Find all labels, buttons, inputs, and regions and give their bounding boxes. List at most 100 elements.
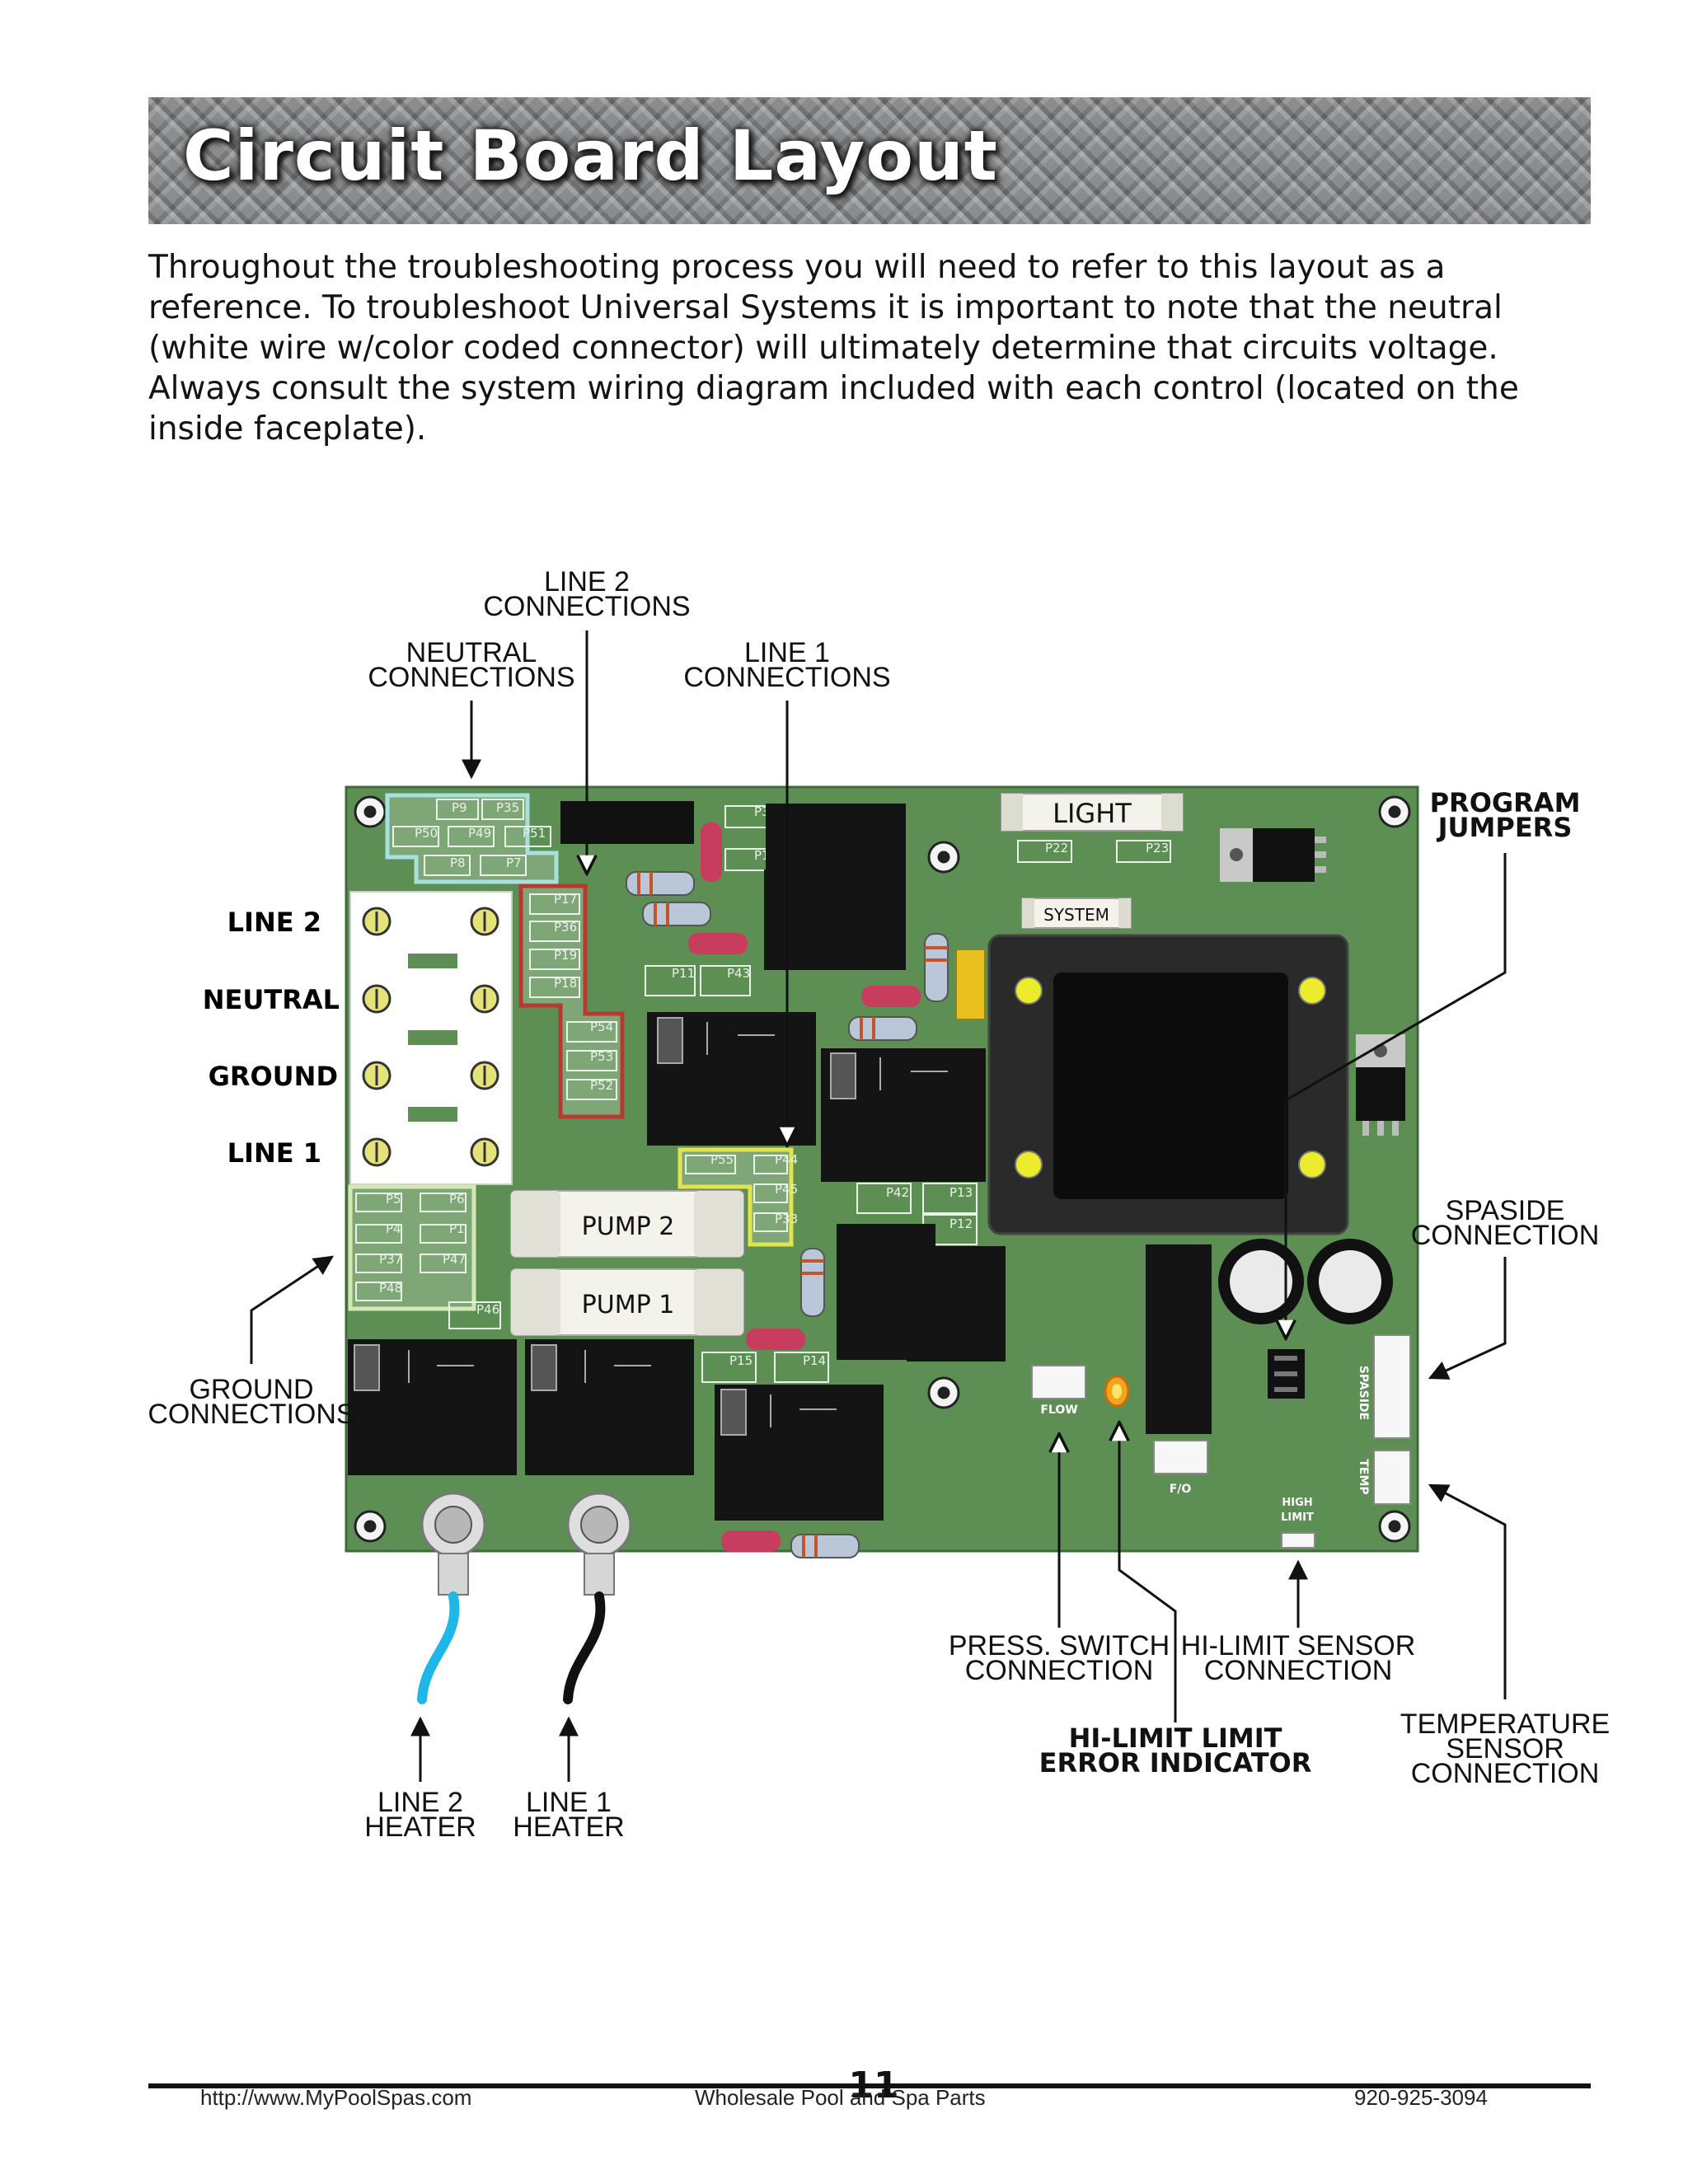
conn-p55: P55 — [710, 1152, 734, 1167]
footer-rule — [148, 2083, 1591, 2088]
conn-p46-box — [448, 1301, 501, 1329]
callout-press-switch-1: PRESS. SWITCH — [949, 1630, 1170, 1661]
conn-p43: P43 — [727, 966, 750, 981]
callout-program-jumpers-2: JUMPERS — [1437, 812, 1573, 843]
conn-p47: P47 — [443, 1252, 466, 1267]
footer-url[interactable]: http://www.MyPoolSpas.com — [200, 2085, 472, 2110]
footer-company: Wholesale Pool and Spa Parts — [695, 2085, 986, 2110]
pump1-fuse-label: PUMP 1 — [582, 1291, 675, 1319]
light-fuse-label: LIGHT — [1053, 798, 1132, 829]
conn-p23: P23 — [1146, 841, 1169, 855]
callout-temperature-sensor-1: TEMPERATURE — [1400, 1708, 1610, 1740]
callout-line2-heater-1: LINE 2 — [377, 1787, 463, 1818]
resistor-bands — [637, 872, 948, 1558]
conn-p11: P11 — [672, 966, 695, 981]
conn-p4: P4 — [386, 1221, 401, 1236]
conn-p45: P45 — [775, 1182, 798, 1197]
conn-p49: P49 — [468, 826, 491, 841]
callout-spaside-connection-1: SPASIDE — [1446, 1195, 1565, 1226]
pump2-fuse-label: PUMP 2 — [582, 1212, 675, 1241]
flow-connector — [1031, 1365, 1086, 1399]
line1-heater-terminal — [566, 1492, 632, 1596]
title-banner: Circuit Board Layout — [148, 97, 1591, 224]
high-limit-connector — [1281, 1532, 1315, 1549]
resistors — [626, 871, 949, 1558]
conn-p8: P8 — [450, 855, 466, 870]
temp-connector — [1373, 1450, 1411, 1505]
transformer-bolts — [1015, 977, 1326, 1179]
black-header — [560, 801, 694, 844]
callout-temperature-sensor-2: SENSOR — [1446, 1733, 1564, 1765]
callout-neutral-connections-2: CONNECTIONS — [368, 662, 574, 693]
light-fuse — [1001, 793, 1184, 832]
conn-p53: P53 — [590, 1049, 613, 1064]
flow-label: FLOW — [1040, 1404, 1077, 1417]
conn-p50: P50 — [415, 826, 438, 841]
system-fuse — [1021, 898, 1132, 929]
terminal-label-line2: LINE 2 — [227, 907, 321, 938]
callout-line2-connections-2: CONNECTIONS — [483, 591, 690, 622]
line2-heater-terminal — [420, 1492, 486, 1596]
hi-limit-error-led-glow — [1112, 1384, 1122, 1399]
callout-line1-connections-1: LINE 1 — [744, 637, 830, 668]
conn-p22: P22 — [1045, 841, 1068, 855]
conn-p44: P44 — [775, 1152, 798, 1167]
callout-line2-connections-1: LINE 2 — [544, 566, 630, 598]
spaside-label: SPASIDE — [1357, 1366, 1370, 1420]
line2-connector-group — [518, 883, 625, 1119]
neutral-connectors: P9 P35 P50 P49 P51 P8 P7 — [392, 799, 551, 876]
callout-hi-limit-sensor-1: HI-LIMIT SENSOR — [1181, 1630, 1416, 1661]
line2-heater-wire — [417, 1591, 460, 1704]
callout-line1-connections-2: CONNECTIONS — [683, 662, 890, 693]
pump1-fuse — [510, 1268, 744, 1336]
callout-line2-heater-2: HEATER — [364, 1811, 476, 1843]
conn-p33: P33 — [775, 1212, 798, 1226]
conn-p1: P1 — [449, 1221, 465, 1236]
callout-hi-limit-sensor-2: CONNECTION — [1204, 1655, 1393, 1686]
callout-line1-heater-1: LINE 1 — [526, 1787, 612, 1818]
conn-p37: P37 — [379, 1252, 402, 1267]
high-limit-label-2: LIMIT — [1281, 1511, 1314, 1524]
callout-hi-limit-error-2: ERROR INDICATOR — [1039, 1747, 1312, 1779]
conn-p12: P12 — [950, 1216, 973, 1231]
conn-p42: P42 — [886, 1185, 909, 1200]
yellow-capacitor — [955, 949, 986, 1020]
line1-heater-wire — [563, 1591, 606, 1704]
terminal-label-neutral: NEUTRAL — [203, 984, 340, 1015]
high-limit-label-1: HIGH — [1282, 1497, 1312, 1509]
system-fuse-label: SYSTEM — [1043, 905, 1109, 925]
intro-text: Throughout the troubleshooting process y… — [148, 249, 1519, 448]
callout-hi-limit-error-1: HI-LIMIT LIMIT — [1069, 1722, 1282, 1754]
callout-ground-connections-2: CONNECTIONS — [148, 1399, 354, 1430]
fo-connector — [1153, 1440, 1208, 1474]
line1-connectors: P55 P44 P45 P33 — [685, 1152, 798, 1232]
line2-connectors: P17 P36 P19 P18 P54 P53 P52 — [529, 892, 617, 1100]
fo-label: F/O — [1170, 1483, 1192, 1496]
conn-p19: P19 — [554, 948, 577, 963]
spaside-connector — [1373, 1334, 1411, 1439]
conn-p6: P6 — [449, 1192, 465, 1207]
conn-p52: P52 — [590, 1078, 613, 1093]
transformer-core — [1053, 972, 1288, 1199]
conn-p18: P18 — [554, 976, 577, 991]
terminal-screw-slots — [375, 912, 486, 1162]
conn-p35: P35 — [496, 800, 519, 815]
red-capacitors — [688, 823, 921, 1552]
ground-connector-group — [348, 1184, 476, 1311]
callout-line1-heater-2: HEATER — [513, 1811, 624, 1843]
ground-connectors: P5 P6 P4 P1 P37 P47 P48 — [355, 1192, 467, 1301]
callout-press-switch-2: CONNECTION — [965, 1655, 1154, 1686]
page-number: 11 — [848, 2064, 899, 2107]
conn-p13: P13 — [950, 1185, 973, 1200]
conn-p46: P46 — [476, 1302, 499, 1317]
callout-program-jumpers-1: PROGRAM — [1430, 787, 1581, 818]
terminal-label-ground: GROUND — [209, 1061, 338, 1092]
conn-p48: P48 — [379, 1281, 402, 1296]
callout-ground-connections-1: GROUND — [189, 1374, 313, 1405]
page-title: Circuit Board Layout — [183, 115, 998, 196]
callout-spaside-connection-2: CONNECTION — [1411, 1220, 1600, 1251]
program-jumper-pins — [1274, 1356, 1297, 1392]
pump2-fuse — [510, 1190, 744, 1258]
callout-arrows — [250, 630, 1507, 1782]
conn-p5: P5 — [386, 1192, 401, 1207]
